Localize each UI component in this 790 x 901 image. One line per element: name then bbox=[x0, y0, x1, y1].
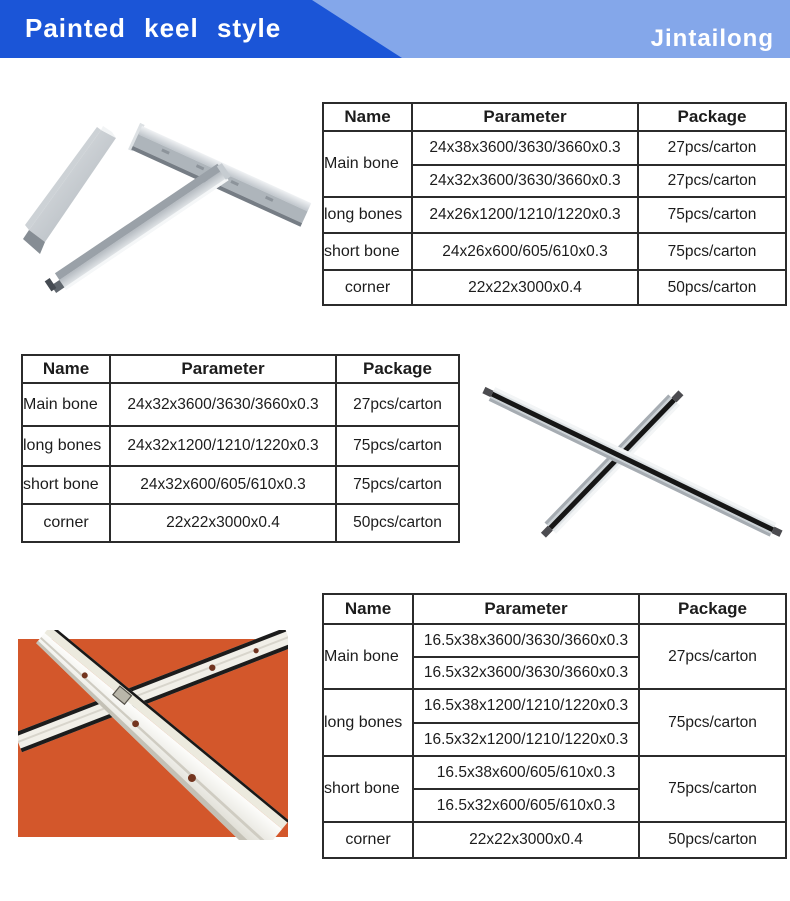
name-cell: corner bbox=[322, 269, 413, 306]
cross-tee bbox=[44, 163, 231, 293]
name-cell: short bone bbox=[21, 465, 111, 505]
table-row: corner 22x22x3000x0.4 50pcs/carton bbox=[322, 269, 787, 306]
parameter-cell: 24x38x3600/3630/3660x0.3 bbox=[411, 130, 639, 166]
table-row: corner 22x22x3000x0.4 50pcs/carton bbox=[21, 503, 460, 543]
table-row: long bones 24x32x1200/1210/1220x0.3 75pc… bbox=[21, 425, 460, 467]
name-cell: short bone bbox=[322, 755, 414, 823]
parameter-cell: 24x26x600/605/610x0.3 bbox=[411, 232, 639, 271]
package-cell: 50pcs/carton bbox=[637, 269, 787, 306]
col-header-package: Package bbox=[637, 102, 787, 132]
name-cell: long bones bbox=[322, 688, 414, 757]
name-cell: Main bone bbox=[322, 623, 414, 690]
table-row: long bones 16.5x38x1200/1210/1220x0.3 75… bbox=[322, 688, 787, 757]
table-row: 16.5x32x3600/3630/3660x0.3 bbox=[323, 656, 786, 690]
cross-bar-short bbox=[540, 390, 684, 538]
table-row: corner 22x22x3000x0.4 50pcs/carton bbox=[322, 821, 787, 859]
package-cell: 27pcs/carton bbox=[638, 623, 787, 690]
spec-table-flat-keel-top: Name Parameter Package Main bone 24x38x3… bbox=[322, 102, 787, 306]
table-row: 24x32x3600/3630/3660x0.3 27pcs/carton bbox=[323, 164, 787, 198]
name-cell: Main bone bbox=[322, 130, 413, 198]
col-header-package: Package bbox=[335, 354, 460, 384]
col-header-name: Name bbox=[322, 593, 414, 625]
connector-clip bbox=[112, 685, 133, 706]
parameter-cell: 24x32x3600/3630/3660x0.3 bbox=[109, 382, 337, 427]
package-cell: 27pcs/carton bbox=[335, 382, 460, 427]
table-header-row: Name Parameter Package bbox=[322, 102, 787, 132]
name-cell: long bones bbox=[21, 425, 111, 467]
package-cell: 27pcs/carton bbox=[637, 130, 787, 166]
package-cell: 75pcs/carton bbox=[638, 755, 787, 823]
table-row: short bone 24x26x600/605/610x0.3 75pcs/c… bbox=[322, 232, 787, 271]
parameter-cell: 22x22x3000x0.4 bbox=[109, 503, 337, 543]
parameter-cell: 22x22x3000x0.4 bbox=[411, 269, 639, 306]
parameter-cell: 24x32x1200/1210/1220x0.3 bbox=[109, 425, 337, 467]
col-header-parameter: Parameter bbox=[109, 354, 337, 384]
parameter-cell: 24x32x3600/3630/3660x0.3 bbox=[411, 164, 639, 198]
cross-bar-long bbox=[482, 386, 783, 537]
col-header-name: Name bbox=[322, 102, 413, 132]
package-cell: 75pcs/carton bbox=[638, 688, 787, 757]
parameter-cell: 22x22x3000x0.4 bbox=[412, 821, 640, 859]
col-header-package: Package bbox=[638, 593, 787, 625]
table-row: long bones 24x26x1200/1210/1220x0.3 75pc… bbox=[322, 196, 787, 234]
col-header-parameter: Parameter bbox=[412, 593, 640, 625]
parameter-cell: 16.5x38x600/605/610x0.3 bbox=[412, 755, 640, 790]
parameter-cell: 16.5x38x3600/3630/3660x0.3 bbox=[412, 623, 640, 658]
name-cell: long bones bbox=[322, 196, 413, 234]
table-row: short bone 24x32x600/605/610x0.3 75pcs/c… bbox=[21, 465, 460, 505]
package-cell: 50pcs/carton bbox=[335, 503, 460, 543]
parameter-cell: 16.5x38x1200/1210/1220x0.3 bbox=[412, 688, 640, 724]
table-row: 16.5x32x1200/1210/1220x0.3 bbox=[323, 722, 786, 757]
header-banner: Painted keel style Jintailong bbox=[0, 0, 790, 58]
package-cell: 27pcs/carton bbox=[637, 164, 787, 198]
t-grid-keel-photo bbox=[23, 122, 312, 293]
package-cell: 75pcs/carton bbox=[637, 196, 787, 234]
parameter-cell: 16.5x32x1200/1210/1220x0.3 bbox=[412, 722, 640, 757]
spec-table-slim-keel-bottom: Name Parameter Package Main bone 16.5x38… bbox=[322, 593, 787, 859]
table-row: 16.5x32x600/605/610x0.3 bbox=[323, 788, 786, 823]
table-header-row: Name Parameter Package bbox=[322, 593, 787, 625]
table-row: Main bone 24x32x3600/3630/3660x0.3 27pcs… bbox=[21, 382, 460, 427]
name-cell: corner bbox=[21, 503, 111, 543]
package-cell: 50pcs/carton bbox=[638, 821, 787, 859]
name-cell: corner bbox=[322, 821, 414, 859]
spec-table-flat-keel-mid: Name Parameter Package Main bone 24x32x3… bbox=[21, 354, 460, 543]
table-row: short bone 16.5x38x600/605/610x0.3 75pcs… bbox=[322, 755, 787, 823]
parameter-cell: 24x32x600/605/610x0.3 bbox=[109, 465, 337, 505]
keel-cross-joint-photo bbox=[18, 630, 288, 840]
table-row: Main bone 24x38x3600/3630/3660x0.3 27pcs… bbox=[322, 130, 787, 198]
brand-logo-text: Jintailong bbox=[650, 25, 774, 52]
page-title: Painted keel style bbox=[25, 12, 282, 43]
parameter-cell: 16.5x32x600/605/610x0.3 bbox=[412, 788, 640, 823]
package-cell: 75pcs/carton bbox=[335, 425, 460, 467]
wall-angle-piece bbox=[23, 126, 116, 254]
name-cell: short bone bbox=[322, 232, 413, 271]
table-row: Main bone 16.5x38x3600/3630/3660x0.3 27p… bbox=[322, 623, 787, 690]
package-cell: 75pcs/carton bbox=[335, 465, 460, 505]
col-header-name: Name bbox=[21, 354, 111, 384]
joint-bar-horizontal bbox=[18, 630, 288, 753]
col-header-parameter: Parameter bbox=[411, 102, 639, 132]
crossed-keel-photo bbox=[482, 386, 783, 538]
parameter-cell: 24x26x1200/1210/1220x0.3 bbox=[411, 196, 639, 234]
joint-bar-diagonal bbox=[36, 630, 288, 840]
parameter-cell: 16.5x32x3600/3630/3660x0.3 bbox=[412, 656, 640, 690]
name-cell: Main bone bbox=[21, 382, 111, 427]
package-cell: 75pcs/carton bbox=[637, 232, 787, 271]
table-header-row: Name Parameter Package bbox=[21, 354, 460, 384]
